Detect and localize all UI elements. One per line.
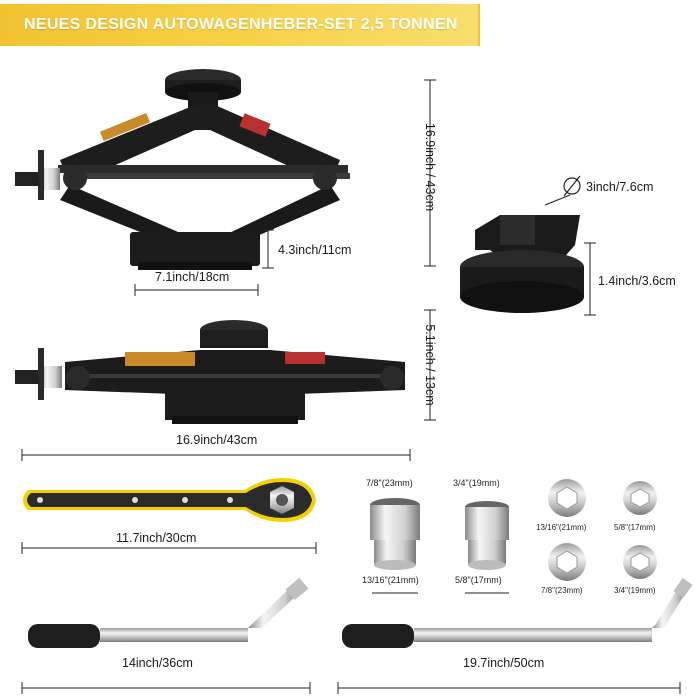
title-banner: NEUES DESIGN AUTOWAGENHEBER-SET 2,5 TONN… <box>0 4 478 46</box>
socket-small-3-label: 7/8"(23mm) <box>541 586 583 595</box>
socket-large-2-bottom-label: 5/8"(17mm) <box>455 575 502 585</box>
socket-small-1-label: 13/16"(21mm) <box>536 523 587 532</box>
wrench-long <box>342 578 693 648</box>
socket-small-4-label: 3/4"(19mm) <box>614 586 656 595</box>
jack-base-height-label: 4.3inch/11cm <box>278 243 352 257</box>
socket-large-2 <box>465 501 509 570</box>
ratchet-length-label: 11.7inch/30cm <box>116 531 197 545</box>
socket-small-2 <box>623 481 657 515</box>
ratchet-handle <box>23 478 316 522</box>
pad-height-label: 1.4inch/3.6cm <box>598 274 676 288</box>
socket-small-3 <box>548 543 586 581</box>
socket-small-4 <box>623 545 657 579</box>
jack-open-height-label: 16.9inch / 43cm <box>423 122 437 212</box>
jack-length-label: 16.9inch/43cm <box>176 433 258 447</box>
socket-small-2-label: 5/8"(17mm) <box>614 523 656 532</box>
scissor-jack-closed <box>15 320 405 424</box>
diameter-icon <box>563 177 581 195</box>
socket-large-1 <box>370 498 420 570</box>
banner-title: NEUES DESIGN AUTOWAGENHEBER-SET 2,5 TONN… <box>24 16 458 33</box>
long-wrench-length-label: 19.7inch/50cm <box>463 656 545 670</box>
jack-base-width-label: 7.1inch/18cm <box>155 270 230 284</box>
rubber-jack-pad <box>460 215 584 313</box>
socket-small-1 <box>548 479 586 517</box>
socket-large-2-top-label: 3/4"(19mm) <box>453 478 500 488</box>
short-wrench-length-label: 14inch/36cm <box>122 656 193 670</box>
wrench-short <box>28 577 309 648</box>
pad-diameter-label: 3inch/7.6cm <box>586 180 654 194</box>
banner-edge <box>478 4 480 46</box>
scissor-jack-open <box>15 69 350 270</box>
jack-closed-height-label: 5.1inch / 13cm <box>423 324 437 406</box>
socket-large-1-top-label: 7/8"(23mm) <box>366 478 413 488</box>
socket-large-1-bottom-label: 13/16"(21mm) <box>362 575 419 585</box>
